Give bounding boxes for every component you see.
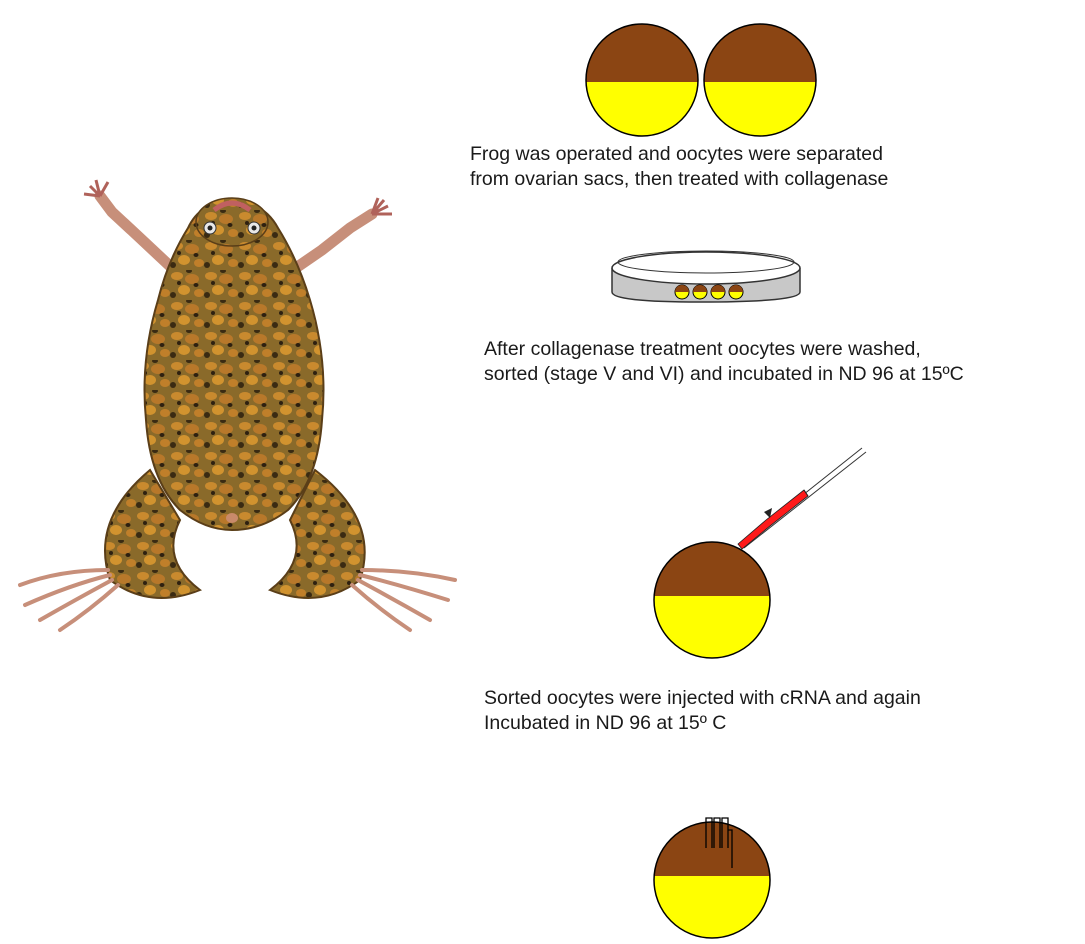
- xenopus-frog-image: [20, 180, 455, 630]
- step-3-caption-line-1: Sorted oocytes were injected with cRNA a…: [484, 686, 921, 711]
- oocyte-right: [698, 20, 822, 136]
- patched-oocyte: [650, 818, 774, 938]
- step-2-caption: After collagenase treatment oocytes were…: [484, 337, 964, 387]
- step-3-caption-line-2: Incubated in ND 96 at 15º C: [484, 711, 921, 736]
- step-2-caption-line-1: After collagenase treatment oocytes were…: [484, 337, 964, 362]
- two-oocytes: [580, 20, 822, 136]
- petri-dish-with-oocytes: [612, 251, 800, 302]
- step-3-caption: Sorted oocytes were injected with cRNA a…: [484, 686, 921, 736]
- step-1-caption: Frog was operated and oocytes were separ…: [470, 142, 888, 192]
- oocyte-left: [580, 20, 704, 136]
- step-1-caption-line-1: Frog was operated and oocytes were separ…: [470, 142, 888, 167]
- step-2-caption-line-2: sorted (stage V and VI) and incubated in…: [484, 362, 964, 387]
- step-1-caption-line-2: from ovarian sacs, then treated with col…: [470, 167, 888, 192]
- injected-oocyte: [650, 538, 774, 658]
- injection-needle: [738, 448, 866, 549]
- injection-needle-oocyte: [650, 448, 866, 658]
